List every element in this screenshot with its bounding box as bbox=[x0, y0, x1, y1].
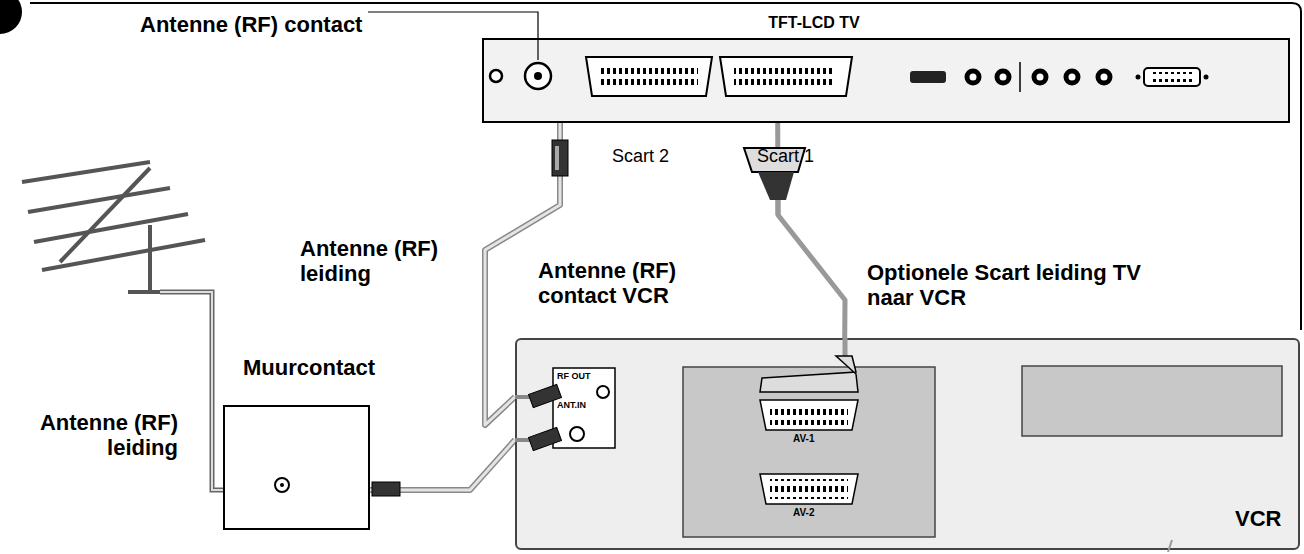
scart-pins bbox=[734, 66, 834, 88]
antenna-cable bbox=[160, 292, 223, 490]
antenna-cable bbox=[160, 292, 223, 490]
scart-socket bbox=[720, 57, 852, 96]
vga-pins bbox=[1152, 72, 1192, 82]
screw bbox=[1204, 75, 1209, 80]
rf-plug bbox=[529, 427, 562, 450]
cable-label: Antenne (RF) leiding bbox=[298, 236, 474, 287]
connector-name: Scart 2 bbox=[612, 146, 669, 167]
device-title: TFT-LCD TV bbox=[714, 14, 914, 32]
divider bbox=[1019, 62, 1021, 92]
ant-in-socket bbox=[570, 427, 584, 441]
pin-name: RF OUT bbox=[557, 371, 591, 381]
scart-socket bbox=[760, 400, 858, 430]
wall-socket bbox=[275, 478, 289, 492]
scart-pins bbox=[770, 405, 848, 425]
scart-pins bbox=[600, 66, 698, 88]
rf-plug bbox=[529, 384, 562, 407]
wall-socket-pin bbox=[280, 483, 284, 487]
tv-jack bbox=[490, 70, 502, 82]
cable-label: Antenne (RF) leiding bbox=[10, 410, 178, 461]
part-name: Muurcontact bbox=[243, 355, 375, 381]
scart-socket bbox=[586, 57, 712, 96]
rf-out-socket bbox=[597, 386, 609, 398]
connector-name: Scart 1 bbox=[757, 146, 814, 167]
mains-cable bbox=[1168, 540, 1172, 552]
tv-rf-socket bbox=[525, 63, 551, 89]
display-panel bbox=[1022, 366, 1282, 436]
antenna bbox=[22, 162, 205, 292]
cable bbox=[843, 338, 848, 356]
connector-name: AV-1 bbox=[793, 433, 815, 445]
rca-sockets bbox=[967, 71, 1110, 83]
tv-rf-pin bbox=[534, 72, 542, 80]
callout-circle bbox=[0, 0, 22, 34]
wall-socket-box: Muurcontact bbox=[223, 405, 370, 530]
frame-line bbox=[30, 3, 1301, 330]
connector-name: AV-2 bbox=[793, 507, 815, 519]
rf-panel bbox=[553, 368, 615, 448]
hdmi-socket bbox=[910, 71, 946, 83]
leader-line bbox=[368, 12, 538, 60]
rf-plug-shine bbox=[555, 146, 559, 170]
scart-pins bbox=[770, 479, 848, 499]
rf-plug bbox=[552, 140, 568, 176]
pin-name: ANT.IN bbox=[557, 400, 586, 410]
vga-socket bbox=[1144, 68, 1200, 86]
scart-plug-body bbox=[758, 172, 794, 200]
rf-plug bbox=[372, 482, 400, 496]
callout-label: Antenne (RF) contact VCR bbox=[538, 258, 710, 309]
cable bbox=[776, 200, 781, 215]
screw bbox=[1136, 75, 1141, 80]
scart-socket bbox=[760, 474, 858, 504]
callout-label: Antenne (RF) contact bbox=[140, 12, 362, 37]
scart-plug bbox=[760, 356, 858, 392]
device-title: VCR bbox=[1235, 506, 1281, 532]
cable-label: Optionele Scart leiding TV naar VCR bbox=[865, 260, 1155, 311]
